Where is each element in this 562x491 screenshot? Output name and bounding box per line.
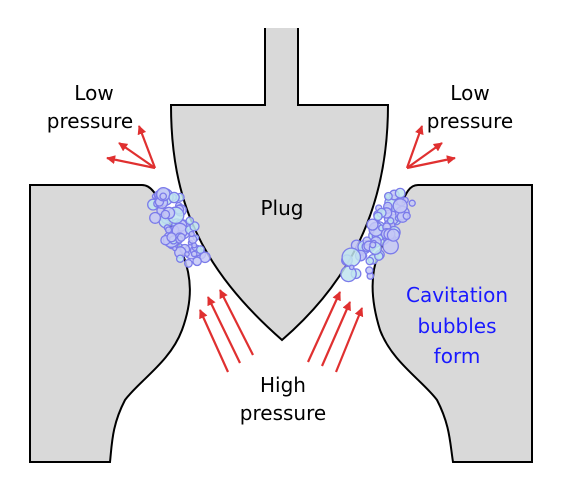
bubble (383, 191, 393, 201)
bubble (184, 251, 190, 257)
label-low-pressure-left-1: Low (74, 81, 113, 105)
plug (169, 28, 390, 342)
bubble (191, 242, 198, 249)
bubble (188, 230, 195, 238)
arrow (137, 125, 157, 169)
arrow (334, 307, 364, 373)
bubble (164, 226, 173, 234)
bubble (402, 211, 411, 221)
bubble (168, 191, 180, 204)
high-pressure-arrows-left (198, 289, 254, 373)
arrow (198, 309, 230, 373)
bubble (365, 266, 374, 275)
bubble (365, 256, 375, 266)
arrow (406, 142, 443, 169)
label-high-pressure-1: High (260, 373, 306, 397)
label-low-pressure-right-1: Low (450, 81, 489, 105)
bubble (159, 192, 168, 201)
bubble (166, 232, 177, 243)
bubble (175, 254, 185, 263)
bubble (185, 216, 195, 226)
bubble (190, 250, 198, 258)
high-pressure-arrows-right (306, 291, 364, 373)
label-cavitation-2: bubbles (417, 314, 496, 338)
bubble (160, 209, 171, 220)
label-high-pressure-2: pressure (240, 401, 326, 425)
bubble (183, 258, 193, 268)
label-low-pressure-right-2: pressure (427, 109, 513, 133)
bubble (149, 211, 162, 224)
bubble (348, 264, 355, 271)
label-plug: Plug (261, 196, 304, 220)
bubble (341, 247, 362, 268)
cavitation-bubbles-left (147, 186, 211, 268)
label-cavitation-3: form (434, 344, 481, 368)
bubble (172, 245, 178, 252)
bubble (386, 217, 395, 225)
arrow (106, 155, 156, 170)
bubble (373, 211, 383, 222)
bubble (366, 218, 379, 231)
label-low-pressure-left-2: pressure (47, 109, 133, 133)
arrow (118, 142, 156, 169)
arrow (207, 296, 241, 364)
low-pressure-arrows-left (106, 125, 157, 170)
bubble (369, 241, 377, 249)
cavitation-bubbles-right (340, 187, 416, 283)
bubble (392, 198, 408, 214)
arrow (306, 291, 342, 363)
label-cavitation-1: Cavitation (406, 283, 508, 307)
bubble (386, 228, 401, 242)
bubble (195, 245, 205, 255)
bubble (192, 256, 202, 267)
bubble (176, 232, 186, 242)
arrow (406, 155, 456, 170)
arrow (219, 289, 254, 356)
arrow (405, 125, 424, 169)
low-pressure-arrows-right (405, 125, 456, 170)
bubble (408, 199, 416, 207)
bubble (394, 187, 406, 199)
arrow (320, 301, 352, 367)
